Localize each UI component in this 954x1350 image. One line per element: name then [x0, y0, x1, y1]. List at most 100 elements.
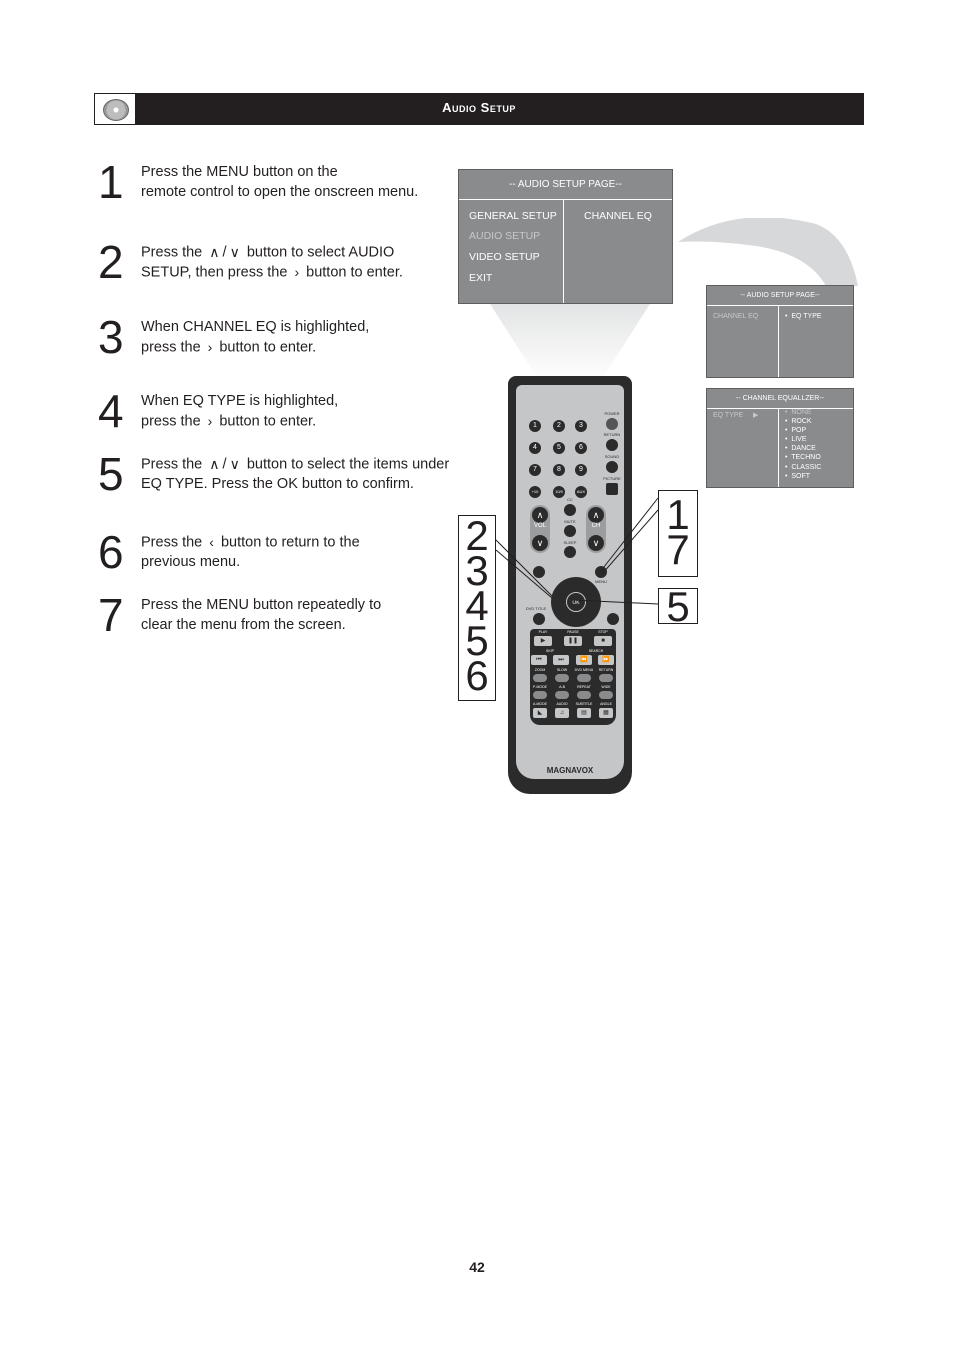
text-segment: button to select the items under — [242, 456, 450, 473]
audio-icon[interactable]: ♫ — [555, 708, 569, 718]
chevron-down-icon[interactable]: ∨ — [588, 535, 604, 551]
digit-button[interactable]: 7 — [529, 464, 541, 476]
eq-option[interactable]: • ROCK — [785, 418, 812, 426]
chevron-up-icon[interactable]: ∧ — [532, 507, 548, 523]
text-segment: button to enter. — [302, 264, 403, 281]
cc-button[interactable] — [564, 504, 576, 516]
menu-item-eq-type[interactable]: EQ TYPE ▶ — [713, 411, 758, 419]
callout-steps-2-6: 2 3 4 5 6 — [458, 515, 496, 701]
ok-button[interactable]: OK — [566, 592, 586, 612]
p-mode-button[interactable] — [533, 691, 547, 699]
step-text: Press the MENU button repeatedly to clea… — [141, 596, 381, 635]
eq-option-label: CLASSIC — [791, 463, 822, 471]
play-icon[interactable]: ▶ — [534, 636, 552, 646]
step-line: clear the menu from the screen. — [141, 616, 346, 633]
eq-option[interactable]: • TECHNO — [785, 454, 821, 462]
sound-button[interactable] — [606, 461, 618, 473]
menu-item-channel-eq[interactable]: CHANNEL EQ — [713, 313, 759, 320]
a-b-label: A-B — [559, 685, 565, 689]
angle-icon[interactable]: ▦ — [599, 708, 613, 718]
stop-icon[interactable]: ■ — [594, 636, 612, 646]
callout-step-5: 5 — [658, 586, 698, 628]
eq-option[interactable]: • SOFT — [785, 472, 811, 480]
dvd-menu-label: DVD MENU — [574, 668, 594, 672]
ch-label: CH — [591, 523, 601, 529]
eq-option[interactable]: • POP — [785, 427, 807, 435]
step-text: When CHANNEL EQ is highlighted, press th… — [141, 318, 369, 358]
wide-label: WIDE — [601, 685, 611, 689]
return-button[interactable] — [606, 439, 618, 451]
menu-item-label: EQ TYPE — [791, 313, 822, 320]
step-line: press the › button to enter. — [141, 412, 338, 432]
play-label: PLAY — [538, 630, 548, 634]
text-segment: SETUP, then press the — [141, 264, 292, 281]
pause-icon[interactable]: ❚❚ — [564, 636, 582, 646]
setup-button[interactable] — [533, 566, 545, 578]
digit-button[interactable]: 6 — [575, 442, 587, 454]
mute-button[interactable] — [564, 525, 576, 537]
step-line: When CHANNEL EQ is highlighted, — [141, 319, 370, 335]
digit-button[interactable]: 5 — [553, 442, 565, 454]
picture-button[interactable] — [606, 483, 618, 495]
skip-back-icon[interactable]: ⏮ — [531, 655, 547, 665]
eq-option[interactable]: • DANCE — [785, 445, 816, 453]
dvd-menu-button[interactable] — [577, 674, 591, 682]
eq-option[interactable]: • LIVE — [785, 436, 807, 444]
callout-leader-lines — [495, 497, 659, 605]
pause-label: PAUSE — [567, 630, 579, 634]
a-b-button[interactable] — [555, 691, 569, 699]
step-line: Press the MENU button on the — [141, 164, 338, 180]
dvd-title-button[interactable] — [533, 613, 545, 625]
step-text: Press the ‹ button to return to the prev… — [141, 533, 360, 573]
digit-button[interactable]: AUX — [575, 486, 587, 498]
menu-button[interactable] — [595, 566, 607, 578]
eq-option[interactable]: • NONE — [785, 409, 812, 416]
power-button[interactable] — [606, 418, 618, 430]
text-segment: button to enter. — [215, 339, 317, 356]
sleep-button[interactable] — [564, 546, 576, 558]
menu-item-audio-setup[interactable]: AUDIO SETUP — [469, 230, 541, 242]
section-title: Audio Setup — [442, 100, 516, 115]
digit-button[interactable]: 3 — [575, 420, 587, 432]
search-label: SEARCH — [588, 649, 604, 653]
remote-control: 1 2 3 4 5 6 7 8 9 +10 10/0 AUX POWER RET… — [508, 376, 632, 794]
repeat-button[interactable] — [577, 691, 591, 699]
chevron-down-icon[interactable]: ∨ — [532, 535, 548, 551]
fast-forward-icon[interactable]: ⏩ — [598, 655, 614, 665]
eq-option-label: POP — [791, 427, 807, 435]
digit-button[interactable]: 2 — [553, 420, 565, 432]
wide-button[interactable] — [599, 691, 613, 699]
menu-item-general-setup[interactable]: GENERAL SETUP — [469, 210, 557, 222]
menu-item-eq-type[interactable]: • EQ TYPE — [785, 313, 822, 320]
menu-item-exit[interactable]: EXIT — [469, 272, 493, 284]
return-button[interactable] — [599, 674, 613, 682]
zoom-button[interactable] — [533, 674, 547, 682]
digit-button[interactable]: 9 — [575, 464, 587, 476]
digit-button[interactable]: 1 — [529, 420, 541, 432]
slow-button[interactable] — [555, 674, 569, 682]
menu-item-video-setup[interactable]: VIDEO SETUP — [469, 251, 540, 263]
eject-button[interactable] — [607, 613, 619, 625]
volume-rocker[interactable]: ∧ VOL ∨ — [530, 505, 550, 553]
rewind-icon[interactable]: ⏪ — [576, 655, 592, 665]
eq-option-label: DANCE — [791, 445, 816, 453]
digit-button[interactable]: 8 — [553, 464, 565, 476]
navigation-dpad[interactable]: OK — [551, 577, 601, 627]
transport-controls: PLAY PAUSE STOP ▶ ❚❚ ■ SKIP SEARCH ⏮ ⏭ ⏪… — [530, 629, 616, 725]
skip-forward-icon[interactable]: ⏭ — [553, 655, 569, 665]
chevron-up-icon[interactable]: ∧ — [588, 507, 604, 523]
channel-rocker[interactable]: ∧ CH ∨ — [586, 505, 606, 553]
a-mode-icon[interactable]: ◣ — [533, 708, 547, 718]
menu-title: -- AUDIO SETUP PAGE-- — [459, 170, 672, 200]
digit-button[interactable]: 10/0 — [553, 486, 565, 498]
menu-item-channel-eq[interactable]: CHANNEL EQ — [584, 210, 652, 222]
chevron-right-icon: › — [294, 264, 300, 281]
subtitle-icon[interactable]: ▤ — [577, 708, 591, 718]
callout-number: 6 — [465, 652, 489, 699]
digit-button[interactable]: 4 — [529, 442, 541, 454]
eq-option[interactable]: • CLASSIC — [785, 463, 822, 471]
step-line: When EQ TYPE is highlighted, — [141, 393, 339, 409]
text-segment: press the — [141, 413, 205, 430]
return-label: RETURN — [603, 432, 621, 437]
digit-button[interactable]: +10 — [529, 486, 541, 498]
